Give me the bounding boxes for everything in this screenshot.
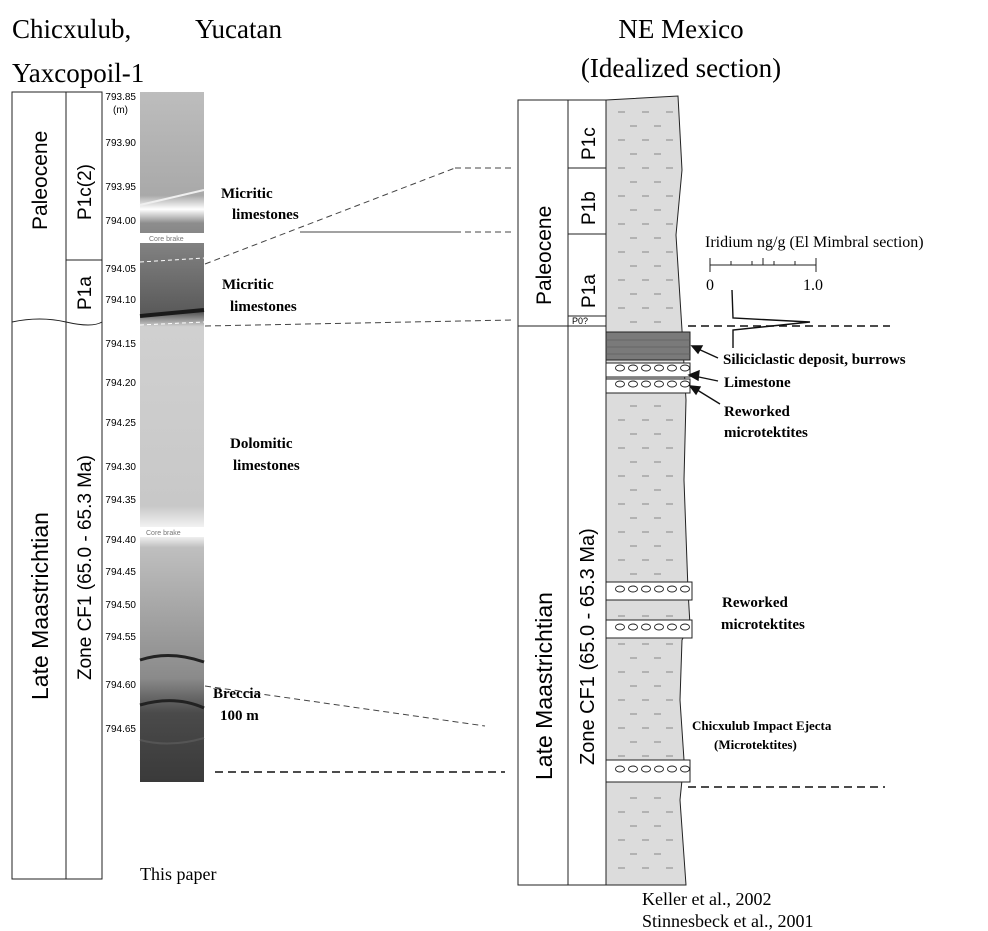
core-brake-band: [140, 527, 204, 537]
core-brake-band: [140, 233, 204, 243]
reference-stinnesbeck: Stinnesbeck et al., 2001: [642, 911, 813, 931]
right-annotations: Siliciclastic deposit, burrows Limestone…: [692, 352, 906, 752]
annotation-reworked: Reworked: [724, 404, 790, 420]
right-lithology-column: [605, 95, 691, 886]
annotation-limestone: Limestone: [724, 375, 791, 391]
siliciclastic-band-lines: [606, 339, 690, 355]
lithology-label: Micritic: [221, 186, 273, 202]
depth-label: 794.55: [105, 632, 136, 643]
core-brake-label: Core brake: [146, 530, 181, 537]
core-brake-label: Core brake: [149, 236, 184, 243]
left-zone-p1c2: P1c(2): [75, 164, 96, 220]
left-title-well: Yaxcopoil-1: [12, 58, 144, 88]
depth-label: 794.05: [105, 264, 136, 275]
annotation-arrows: [687, 345, 721, 405]
correlation-lines: [204, 167, 514, 727]
left-epoch-late-maastrichtian: Late Maastrichtian: [27, 512, 53, 700]
left-lithology-labels: Micritic limestones Micritic limestones …: [213, 186, 300, 724]
depth-label: 794.20: [105, 378, 136, 389]
depth-label: 794.00: [105, 216, 136, 227]
lithology-label: limestones: [233, 458, 300, 474]
depth-label: 793.85: [105, 92, 136, 103]
annotation-ejecta: Chicxulub Impact Ejecta: [692, 718, 832, 733]
left-epoch-paleocene: Paleocene: [29, 131, 52, 230]
depth-label: 794.60: [105, 680, 136, 691]
core-contact-line: [139, 321, 205, 326]
depth-label: 794.45: [105, 567, 136, 578]
right-title: NE Mexico: [618, 14, 743, 44]
iridium-profile: [731, 289, 811, 348]
depth-label: 794.30: [105, 462, 136, 473]
annotation-microtektites: microtektites: [721, 617, 805, 633]
core-contact-line: [139, 257, 205, 263]
iridium-axis: [709, 258, 817, 272]
lithology-label: Breccia: [213, 686, 262, 702]
lithology-label: Micritic: [222, 277, 274, 293]
depth-label: 794.25: [105, 418, 136, 429]
right-epoch-paleocene: Paleocene: [533, 206, 556, 305]
right-subtitle: (Idealized section): [581, 53, 781, 83]
annotation-microtektites: microtektites: [724, 425, 808, 441]
depth-label: 794.65: [105, 724, 136, 735]
right-zone-p1b: P1b: [579, 191, 600, 225]
depth-unit: (m): [113, 105, 128, 116]
left-title-place: Yucatan: [195, 14, 282, 44]
annotation-reworked: Reworked: [722, 595, 788, 611]
depth-label: 793.90: [105, 138, 136, 149]
lithology-label: limestones: [230, 299, 297, 315]
right-zone-p1a: P1a: [579, 274, 600, 308]
microtektite-grains: [615, 364, 690, 773]
right-zone-cf1: Zone CF1 (65.0 - 65.3 Ma): [577, 528, 599, 765]
reference-keller: Keller et al., 2002: [642, 889, 771, 909]
left-zone-p1a: P1a: [75, 276, 96, 310]
core-photo: [139, 92, 205, 782]
iridium-tick-max: 1.0: [803, 277, 823, 294]
annotation-siliciclastic: Siliciclastic deposit, burrows: [723, 352, 906, 368]
lithology-tick-marks: [618, 111, 673, 869]
siliciclastic-band: [605, 331, 691, 361]
annotation-ejecta-sub: (Microtektites): [714, 737, 797, 752]
right-zone-p0: P0?: [572, 316, 588, 326]
depth-label: 793.95: [105, 182, 136, 193]
left-zone-cf1: Zone CF1 (65.0 - 65.3 Ma): [75, 455, 96, 680]
depth-label: 794.15: [105, 339, 136, 350]
depth-label: 794.40: [105, 535, 136, 546]
lithology-label: limestones: [232, 207, 299, 223]
left-stratigraphic-column: [11, 91, 103, 880]
right-epoch-late-maastrichtian: Late Maastrichtian: [531, 592, 557, 780]
lithology-label: 100 m: [220, 708, 259, 724]
left-source: This paper: [140, 864, 216, 884]
iridium-tick-min: 0: [706, 277, 714, 294]
lithology-label: Dolomitic: [230, 436, 293, 452]
depth-label: 794.50: [105, 600, 136, 611]
right-zone-p1c: P1c: [579, 127, 600, 160]
depth-label: 794.35: [105, 495, 136, 506]
left-title-locality: Chicxulub,: [12, 14, 131, 44]
depth-label: 794.10: [105, 295, 136, 306]
depth-scale: 793.85 (m) 793.90 793.95 794.00 794.05 7…: [105, 92, 136, 735]
iridium-title: Iridium ng/g (El Mimbral section): [705, 234, 924, 251]
